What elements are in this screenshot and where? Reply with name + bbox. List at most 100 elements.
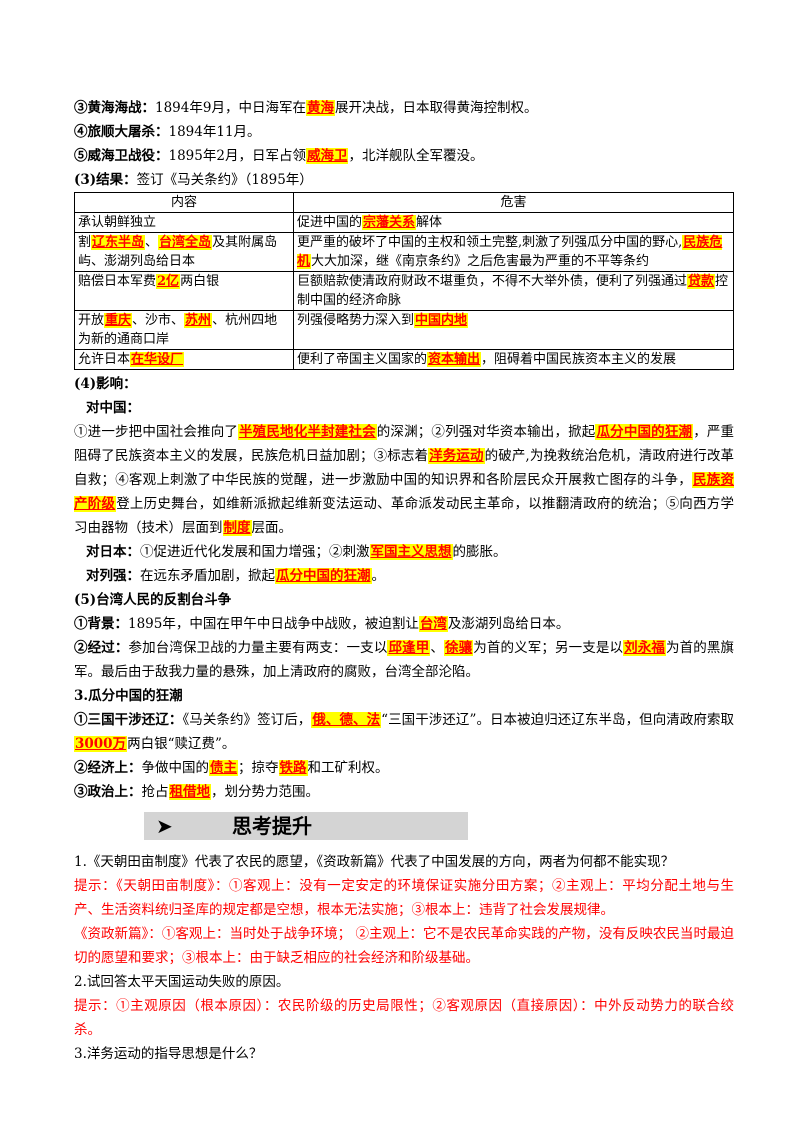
text-segment: 更严重的破坏了中国的主权和领土完整,刺激了列强瓜分中国的野心, [297, 235, 683, 250]
text-segment: 层面。 [251, 520, 293, 536]
battle-label: ⑤威海卫战役： [74, 148, 169, 164]
highlight-term: 台湾全岛 [158, 235, 213, 250]
text-segment: 承认朝鲜独立 [78, 215, 157, 230]
arrow-right-icon: ➤ [156, 814, 173, 838]
text-segment: ，严重阻碍了民族资本主义的发展，民族危机日益加剧；③标志着 [74, 424, 735, 464]
highlight-term: 债主 [209, 760, 238, 776]
highlight-term: 铁路 [278, 760, 308, 776]
table-cell-content: 赔偿日本军费2亿两白银 [74, 271, 294, 311]
text-segment: 及澎湖列岛给日本。 [447, 616, 570, 632]
highlight-term: 邱逢甲 [387, 640, 431, 656]
question-2: 2.试回答太平天国运动失败的原因。 [74, 974, 290, 990]
partition-point-1: ①三国干涉还辽：《马关条约》签订后，俄、德、法“三国干涉还辽”。日本被迫归还辽东… [74, 708, 734, 756]
question-3: 3.洋务运动的指导思想是什么？ [74, 1046, 263, 1062]
table-cell-harm: 列强侵略势力深入到中国内地 [293, 310, 734, 350]
table-cell-harm: 更严重的破坏了中国的主权和领土完整,刺激了列强瓜分中国的野心,民族危机大大加深，… [293, 232, 734, 272]
partition-point-1-text: 《马关条约》签订后，俄、德、法“三国干涉还辽”。日本被迫归还辽东半岛，但向清政府… [74, 712, 734, 752]
table-body: 承认朝鲜独立 促进中国的宗藩关系解体割辽东半岛、台湾全岛及其附属岛屿、澎湖列岛给日… [74, 212, 734, 370]
text-segment: 的破产,为挽救统治危机，清政府进行改革自救；④客观上刺激了中华民族的觉醒，进一步… [74, 448, 735, 488]
highlight-term: 2亿 [156, 274, 181, 289]
highlight-term: 瓜分中国的狂潮 [595, 424, 694, 440]
text-segment: ，阻碍着中国民族资本主义的发展 [481, 352, 677, 367]
battle-item: ④旅顺大屠杀：1894年11月。 [74, 120, 734, 144]
text-segment: 的深渊；②列强对华资本输出，掀起 [376, 424, 596, 440]
text-segment: 、沙市、 [132, 313, 185, 328]
text-segment: 为首的黑旗军。最后由于敌我力量的悬殊，加上清政府的腐败，台湾全部沦陷。 [74, 640, 735, 680]
table-header-row: 内容 危害 [74, 192, 734, 213]
text-segment: 抢占 [141, 784, 169, 800]
highlight-term: 3000万 [74, 736, 128, 752]
table-cell-content: 允许日本在华设厂 [74, 349, 294, 370]
highlight-term: 宗藩关系 [362, 215, 417, 230]
result-label: (3)结果： [74, 172, 137, 188]
result-heading: (3)结果：签订《马关条约》（1895年） [74, 168, 734, 192]
text-segment: 。 [371, 568, 386, 584]
text-segment: 允许日本 [78, 352, 131, 367]
table-cell-content: 承认朝鲜独立 [74, 212, 294, 233]
question-1: 1.《天朝田亩制度》代表了农民的愿望，《资政新篇》代表了中国发展的方向，两者为何… [74, 854, 675, 870]
text-segment: 解体 [416, 215, 443, 230]
result-text: 签订《马关条约》（1895年） [136, 172, 313, 188]
text-segment: ①促进近代化发展和国力增强；②刺激 [140, 544, 370, 560]
highlight-term: 瓜分中国的狂潮 [275, 568, 372, 584]
highlight-term: 刘永福 [623, 640, 667, 656]
partition-heading: 3.瓜分中国的狂潮 [74, 688, 183, 704]
text-segment: 、 [430, 640, 444, 656]
battle-item: ③黄海海战：1894年9月，中日海军在黄海展开决战，日本取得黄海控制权。 [74, 96, 734, 120]
table-cell-content: 开放重庆、沙市、苏州、杭州四地为新的通商口岸 [74, 310, 294, 350]
text-segment: 1894年11月。 [168, 124, 261, 140]
table-row: 允许日本在华设厂便利了帝国主义国家的资本输出，阻碍着中国民族资本主义的发展 [74, 349, 734, 370]
text-segment: 展开决战，日本取得黄海控制权。 [334, 100, 538, 116]
highlight-term: 资本输出 [427, 352, 482, 367]
taiwan-background: ①背景：1895年，中国在甲午中日战争中战败，被迫割让台湾及澎湖列岛给日本。 [74, 612, 734, 636]
text-segment: 登上历史舞台，如维新派掀起维新变法运动、革命派发动民主革命，以推翻清政府的统治；… [74, 496, 734, 536]
text-segment: 开放 [78, 313, 105, 328]
influence-china-text: ①进一步把中国社会推向了半殖民地化半封建社会的深渊；②列强对华资本输出，掀起瓜分… [74, 420, 734, 540]
partition-point-2-label: ②经济上： [74, 760, 142, 776]
answer-1a: 提示：《天朝田亩制度》：①客观上：没有一定安定的环境保证实施分田方案；②主观上：… [74, 878, 734, 918]
battle-item: ⑤威海卫战役：1895年2月，日军占领威海卫，北洋舰队全军覆没。 [74, 144, 734, 168]
table-cell-content: 割辽东半岛、台湾全岛及其附属岛屿、澎湖列岛给日本 [74, 232, 294, 272]
text-segment: 1895年2月，日军占领 [168, 148, 306, 164]
table-cell-harm: 促进中国的宗藩关系解体 [293, 212, 734, 233]
highlight-term: 辽东半岛 [91, 235, 146, 250]
partition-point-3-text: 抢占租借地，划分势力范围。 [141, 784, 319, 800]
highlight-term: 中国内地 [414, 313, 469, 328]
text-segment: “三国干涉还辽”。日本被迫归还辽东半岛，但向清政府索取 [381, 712, 735, 728]
text-segment: 列强侵略势力深入到 [297, 313, 415, 328]
text-segment: 、 [145, 235, 159, 250]
highlight-term: 台湾 [418, 616, 448, 632]
banner-bar [144, 812, 468, 840]
text-segment: 割 [78, 235, 92, 250]
table-cell-harm: 巨额赔款使清政府财政不堪重负，不得不大举外债，便利了列强通过贷款控制中国的经济命… [293, 271, 734, 311]
partition-point-3-label: ③政治上： [74, 784, 142, 800]
text-segment: 1894年9月，中日海军在 [155, 100, 306, 116]
think-banner: ➤ 思考提升 [74, 810, 734, 842]
highlight-term: 在华设厂 [130, 352, 185, 367]
highlight-term: 制度 [222, 520, 252, 536]
treaty-table: 内容 危害 承认朝鲜独立 促进中国的宗藩关系解体割辽东半岛、台湾全岛及其附属岛屿、… [74, 192, 734, 370]
text-segment: 在远东矛盾加剧，掀起 [140, 568, 275, 584]
partition-point-2-text: 争做中国的债主；掠夺铁路和工矿利权。 [142, 760, 389, 776]
highlight-term: 军国主义思想 [369, 544, 453, 560]
document-content: ③黄海海战：1894年9月，中日海军在黄海展开决战，日本取得黄海控制权。④旅顺大… [74, 96, 734, 1066]
influence-powers-text: 在远东矛盾加剧，掀起瓜分中国的狂潮。 [140, 568, 385, 584]
text-segment: 赔偿日本军费 [78, 274, 157, 289]
text-segment: ①进一步把中国社会推向了 [74, 424, 239, 440]
table-row: 赔偿日本军费2亿两白银巨额赔款使清政府财政不堪重负，不得不大举外债，便利了列强通… [74, 271, 734, 311]
banner-title: 思考提升 [232, 814, 312, 838]
table-cell-harm: 便利了帝国主义国家的资本输出，阻碍着中国民族资本主义的发展 [293, 349, 734, 370]
highlight-term: 重庆 [104, 313, 133, 328]
highlight-term: 黄海 [305, 100, 335, 116]
table-header-harm: 危害 [293, 192, 734, 213]
highlight-term: 苏州 [184, 313, 213, 328]
highlight-term: 租借地 [168, 784, 211, 800]
highlight-term: 威海卫 [305, 148, 349, 164]
text-segment: 《马关条约》签订后， [182, 712, 312, 728]
text-segment: ，北洋舰队全军覆没。 [348, 148, 484, 164]
battle-list: ③黄海海战：1894年9月，中日海军在黄海展开决战，日本取得黄海控制权。④旅顺大… [74, 96, 734, 168]
text-segment: 两白银 [180, 274, 220, 289]
text-segment: 参加台湾保卫战的力量主要有两支：一支以 [128, 640, 388, 656]
highlight-term: 洋务运动 [428, 448, 485, 464]
text-segment: 争做中国的 [141, 760, 210, 776]
